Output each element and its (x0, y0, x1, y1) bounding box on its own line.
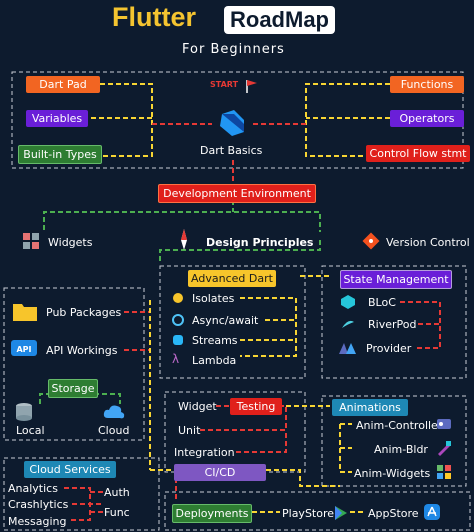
riverpod-icon (342, 320, 354, 328)
flag-icon (246, 80, 257, 93)
widgets-icon (23, 233, 39, 249)
state-management-title: State Management (340, 270, 452, 289)
dart-logo-icon (220, 110, 244, 136)
isolates-icon (173, 293, 183, 303)
advanced-dart-frame (159, 265, 306, 379)
connector (400, 301, 441, 349)
isolates-item: Isolates (192, 292, 235, 305)
design-principles-label: Design Principles (206, 236, 314, 249)
builder-icon (438, 441, 451, 456)
streams-item: Streams (192, 334, 238, 347)
deployments-title: Deployments (172, 504, 252, 523)
version-control-label: Version Control (386, 236, 470, 249)
async-icon (172, 314, 184, 326)
connector (98, 83, 153, 157)
riverpod-item: RiverPod (368, 318, 417, 331)
integration-test-item: Integration (174, 446, 235, 459)
storage-title: Storage (48, 379, 98, 398)
operators-item: Operators (390, 110, 464, 127)
state-management-frame (321, 265, 467, 379)
title-flutter: Flutter (112, 2, 196, 32)
dart-basics-label: Dart Basics (200, 144, 263, 157)
cloud-services-title: Cloud Services (24, 461, 116, 478)
left-panel-frame (3, 287, 145, 441)
widgets-label: Widgets (48, 236, 93, 249)
connector (240, 297, 297, 357)
bloc-icon (341, 295, 355, 309)
auth-item: Auth (104, 486, 130, 499)
testing-title: Testing (230, 398, 282, 415)
appstore-icon (424, 504, 440, 520)
api-workings-item: API Workings (46, 344, 118, 357)
playstore-icon (335, 506, 347, 520)
analytics-item: Analytics (8, 482, 58, 495)
folder-icon (13, 304, 37, 321)
connector (236, 430, 287, 453)
crashlytics-item: Crashlytics (8, 498, 69, 511)
provider-icon (339, 343, 356, 354)
deployments-frame (164, 491, 471, 531)
built-in-types-item: Built-in Types (18, 145, 102, 164)
animations-title: Animations (332, 399, 408, 416)
connector (43, 211, 321, 232)
compass-icon (181, 229, 187, 250)
dart-pad-item: Dart Pad (26, 76, 100, 93)
cloud-item: Cloud (98, 424, 130, 437)
pub-packages-item: Pub Packages (46, 306, 122, 319)
cloud-icon (103, 405, 125, 419)
lambda-item: Lambda (192, 354, 237, 367)
dev-env-node: Development Environment (158, 184, 316, 203)
git-icon (362, 232, 380, 250)
anim-controller-item: Anim-Controller (356, 419, 443, 432)
bloc-item: BLoC (368, 296, 396, 309)
cicd-node: CI/CD (174, 464, 266, 481)
cloud-services-frame (3, 457, 160, 531)
async-await-item: Async/await (192, 314, 259, 327)
start-label: START (210, 80, 239, 89)
api-icon-text: API (16, 345, 31, 354)
lambda-icon: λ (172, 352, 180, 366)
controller-icon (437, 419, 451, 429)
anim-widgets-item: Anim-Widgets (354, 467, 431, 480)
control-flow-item: Control Flow stmt (366, 145, 470, 162)
messaging-item: Messaging (8, 515, 67, 528)
local-item: Local (16, 424, 45, 437)
title-roadmap: RoadMap (224, 6, 335, 34)
database-icon (16, 403, 32, 421)
appstore-item: AppStore (368, 507, 419, 520)
connector (159, 240, 321, 262)
advanced-dart-title: Advanced Dart (188, 270, 276, 287)
connector (266, 469, 340, 487)
widget-test-item: Widget (178, 400, 217, 413)
provider-item: Provider (366, 342, 412, 355)
anim-bldr-item: Anim-Bldr (374, 443, 428, 456)
animations-frame (321, 395, 467, 487)
api-icon: API (11, 340, 37, 356)
connector (305, 83, 390, 157)
func-item: Func (104, 506, 130, 519)
widgets-grid-icon (437, 465, 451, 479)
streams-icon (173, 335, 183, 345)
variables-item: Variables (26, 110, 88, 127)
connector (200, 405, 287, 431)
unit-test-item: Unit (178, 424, 201, 437)
playstore-item: PlayStore (282, 507, 335, 520)
functions-item: Functions (390, 76, 464, 93)
subtitle: For Beginners (182, 42, 285, 57)
